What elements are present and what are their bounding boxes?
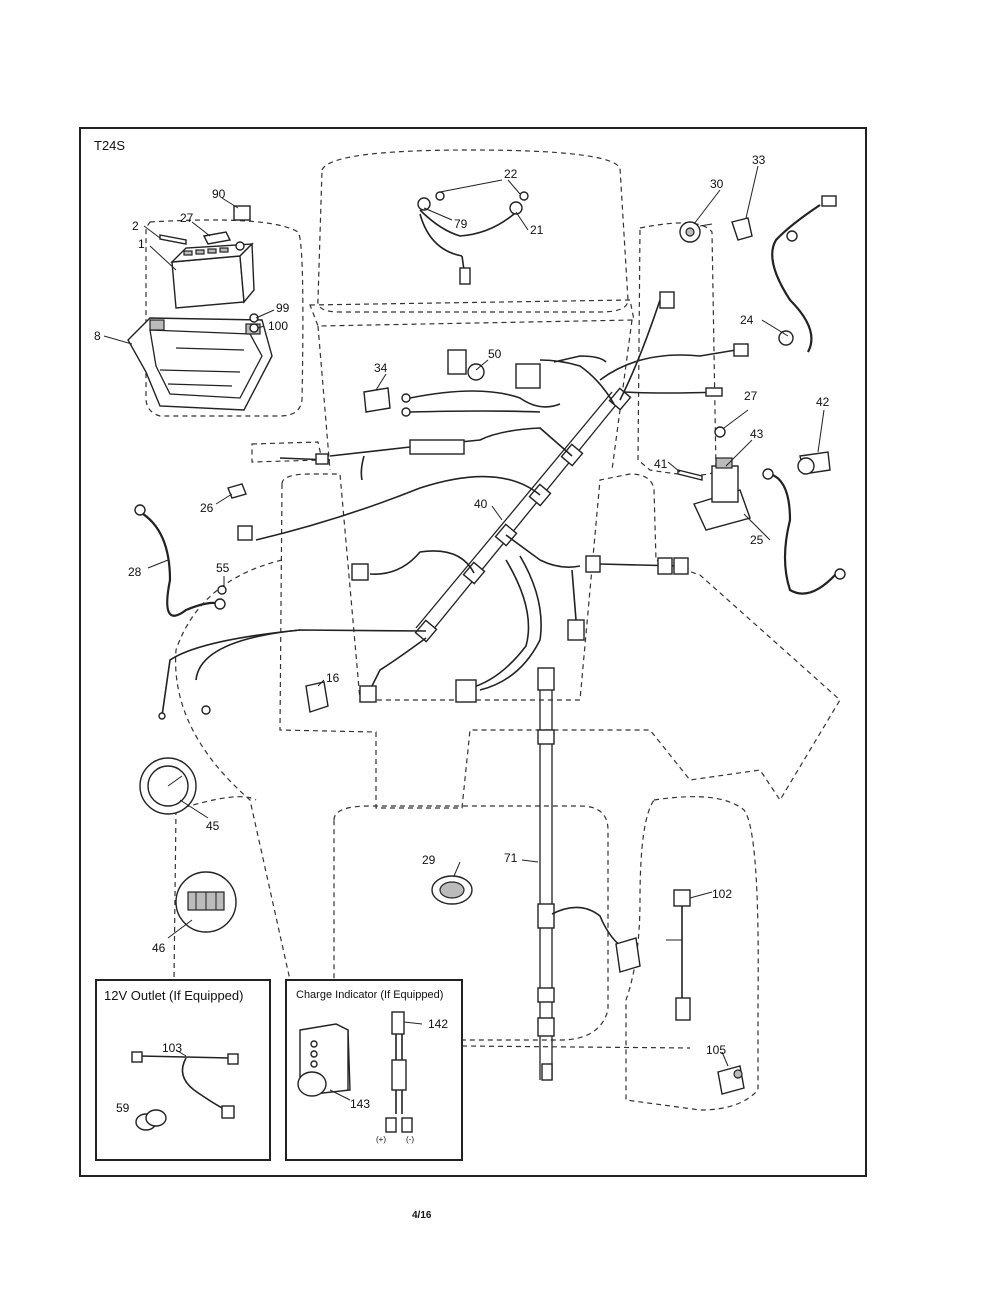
relay-50 [447,349,485,381]
negative-terminal-label: (-) [406,1135,414,1144]
cable-24 [771,195,837,353]
callout-103: 103 [162,1041,182,1055]
cable-28 [134,504,226,617]
switch-33 [731,217,753,241]
grommet-29 [431,875,473,905]
callout-2: 2 [132,219,139,233]
callout-33: 33 [752,153,766,167]
callout-21: 21 [530,223,544,237]
switch-102 [666,889,691,1021]
main-harness-40 [158,291,749,720]
callout-34: 34 [374,361,388,375]
boot-42 [797,451,831,475]
screw-55 [217,585,227,595]
callout-27-solenoid: 27 [744,389,758,403]
callout-43: 43 [750,427,764,441]
callout-105: 105 [706,1043,726,1057]
callout-30: 30 [710,177,724,191]
switch-105 [717,1065,745,1095]
cable-25 [762,468,846,595]
callout-41: 41 [654,457,668,471]
callout-27-battery: 27 [180,211,194,225]
ignition-switch-30 [679,221,713,243]
inset-12v-outlet: 12V Outlet (If Equipped) [95,979,271,1161]
bolt-41 [677,469,703,481]
diagram-frame [79,127,867,1177]
callout-29: 29 [422,853,436,867]
callout-24: 24 [740,313,754,327]
callout-45: 45 [206,819,220,833]
hour-meter-45 [139,757,197,815]
callout-71: 71 [504,851,518,865]
display-46 [175,871,237,933]
callout-90: 90 [212,187,226,201]
callout-99: 99 [276,301,290,315]
callout-8: 8 [94,329,101,343]
harness-71 [537,667,641,1081]
headlight-harness [417,191,529,285]
callout-leaders [103,165,825,1101]
positive-terminal-label: (+) [376,1135,386,1144]
fuse-26 [227,483,247,499]
inset-charge-indicator: Charge Indicator (If Equipped) (+) (-) [285,979,463,1161]
callout-42: 42 [816,395,830,409]
switch-34 [363,387,391,413]
callout-26: 26 [200,501,214,515]
solenoid-43 [693,426,751,531]
callout-50: 50 [488,347,502,361]
battery-bolt-2 [159,234,187,245]
inset-12v-outlet-title: 12V Outlet (If Equipped) [104,988,243,1003]
callout-1: 1 [138,237,145,251]
callout-79: 79 [454,217,468,231]
callout-25: 25 [750,533,764,547]
page-number: 4/16 [412,1210,432,1221]
callout-55: 55 [216,561,230,575]
battery-tray-8 [127,317,273,411]
switch-16 [305,681,329,713]
diagram-code: T24S [94,138,125,153]
inset-charge-indicator-title: Charge Indicator (If Equipped) [296,989,443,1001]
callout-102: 102 [712,887,732,901]
callout-59: 59 [116,1101,130,1115]
callout-142: 142 [428,1017,448,1031]
callout-46: 46 [152,941,166,955]
callout-16: 16 [326,671,340,685]
callout-28: 28 [128,565,142,579]
callout-143: 143 [350,1097,370,1111]
callout-40: 40 [474,497,488,511]
callout-labels: 1 2 8 90 27 99 100 22 79 21 30 33 24 34 … [94,153,830,1115]
battery-1 [170,241,255,309]
callout-22: 22 [504,167,518,181]
callout-100: 100 [268,319,288,333]
battery-hardware [202,205,259,333]
